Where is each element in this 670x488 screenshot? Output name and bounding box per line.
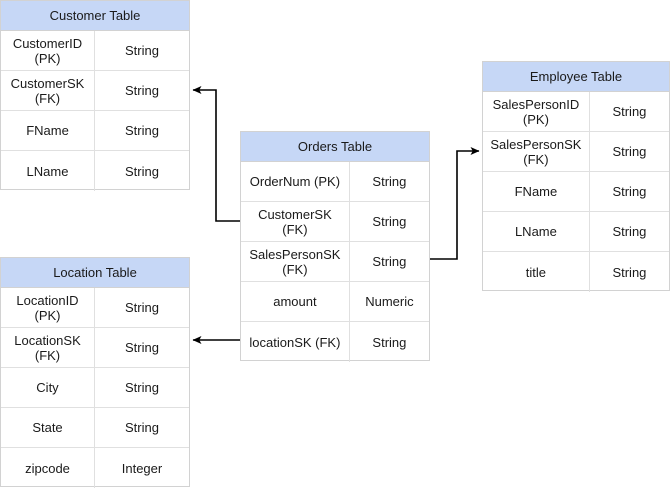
field-type: String [125, 300, 159, 315]
table-row[interactable]: City String [1, 368, 189, 408]
field-type: String [612, 264, 647, 280]
table-row[interactable]: title String [483, 252, 669, 292]
field-type: String [125, 380, 159, 395]
table-row[interactable]: FName String [483, 172, 669, 212]
field-name: State [1, 408, 95, 447]
connector-orders-employee [430, 147, 480, 260]
table-row[interactable]: SalesPersonSK (FK) String [483, 132, 669, 172]
table-customer-title: Customer Table [1, 1, 189, 31]
field-name: CustomerSK (FK) [1, 71, 95, 110]
table-row[interactable]: CustomerSK (FK) String [1, 71, 189, 111]
field-name: SalesPersonID (PK) [483, 92, 590, 131]
field-name: locationSK (FK) [241, 322, 350, 362]
table-row[interactable]: OrderNum (PK) String [241, 162, 429, 202]
table-row[interactable]: LocationSK (FK) String [1, 328, 189, 368]
table-orders-title: Orders Table [241, 132, 429, 162]
connector-orders-customer [192, 86, 240, 222]
field-type: String [125, 43, 159, 58]
table-row[interactable]: locationSK (FK) String [241, 322, 429, 362]
table-row[interactable]: zipcode Integer [1, 448, 189, 488]
field-type: String [125, 163, 159, 179]
field-type: String [125, 123, 159, 138]
table-row[interactable]: CustomerID (PK) String [1, 31, 189, 71]
field-type: String [612, 224, 647, 239]
table-row[interactable]: SalesPersonSK (FK) String [241, 242, 429, 282]
field-name: OrderNum (PK) [241, 162, 350, 201]
field-name: title [483, 252, 590, 292]
field-name: LName [483, 212, 590, 251]
table-row[interactable]: CustomerSK (FK) String [241, 202, 429, 242]
field-name: City [1, 368, 95, 407]
field-type: String [125, 83, 159, 98]
field-type: String [612, 104, 647, 119]
table-row[interactable]: State String [1, 408, 189, 448]
table-row[interactable]: LocationID (PK) String [1, 288, 189, 328]
field-name: LocationID (PK) [1, 288, 95, 327]
table-row[interactable]: FName String [1, 111, 189, 151]
field-name: zipcode [1, 448, 95, 488]
field-type: String [612, 184, 647, 199]
field-name: amount [241, 282, 350, 321]
table-row[interactable]: LName String [1, 151, 189, 191]
field-type: String [125, 340, 159, 355]
field-type: String [372, 174, 407, 189]
field-type: Numeric [365, 294, 414, 309]
field-name: FName [483, 172, 590, 211]
table-row[interactable]: LName String [483, 212, 669, 252]
field-name: SalesPersonSK (FK) [483, 132, 590, 171]
table-location-title: Location Table [1, 258, 189, 288]
field-name: FName [1, 111, 95, 150]
table-employee-title: Employee Table [483, 62, 669, 92]
field-name: CustomerSK (FK) [241, 202, 350, 241]
field-type: String [372, 334, 407, 350]
field-name: SalesPersonSK (FK) [241, 242, 350, 281]
field-type: String [372, 254, 407, 269]
field-name: LocationSK (FK) [1, 328, 95, 367]
table-row[interactable]: amount Numeric [241, 282, 429, 322]
field-type: String [125, 420, 159, 435]
table-row[interactable]: SalesPersonID (PK) String [483, 92, 669, 132]
field-name: CustomerID (PK) [1, 31, 95, 70]
field-type: String [612, 144, 647, 159]
field-type: Integer [121, 460, 163, 476]
field-name: LName [1, 151, 95, 191]
field-type: String [372, 214, 407, 229]
